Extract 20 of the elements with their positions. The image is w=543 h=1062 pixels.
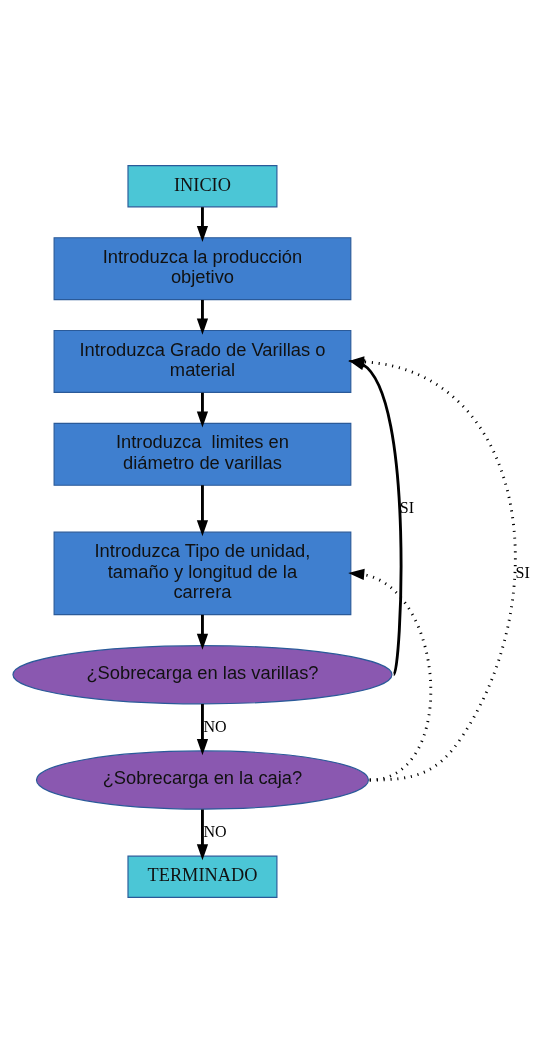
node-box: TERMINADO (127, 855, 278, 898)
arrow (196, 809, 209, 860)
node-box: Introduzca Tipo de unidad, tamaño y longitud de la carrera (53, 531, 352, 615)
node-ellipse: ¿Sobrecarga en las varillas? (12, 644, 393, 704)
node-box: Introduzca limites en diámetro de varillas (53, 422, 352, 486)
edge-label: NO (203, 822, 227, 840)
node-box: INICIO (127, 164, 278, 207)
arrow (196, 614, 209, 650)
arrow (196, 392, 209, 427)
node-box: Introduzca la producción objetivo (53, 236, 352, 300)
edge-label: SI (399, 498, 415, 516)
edge-label: SI (515, 563, 530, 581)
edge-label: NO (203, 717, 227, 735)
arrow (196, 299, 209, 335)
arrow (196, 484, 209, 536)
node-box: Introduzca Grado de Varillas o material (53, 329, 352, 393)
arrow (196, 206, 209, 242)
node-ellipse: ¿Sobrecarga en la caja? (35, 749, 370, 810)
arrow (348, 568, 433, 781)
arrow (196, 703, 209, 755)
